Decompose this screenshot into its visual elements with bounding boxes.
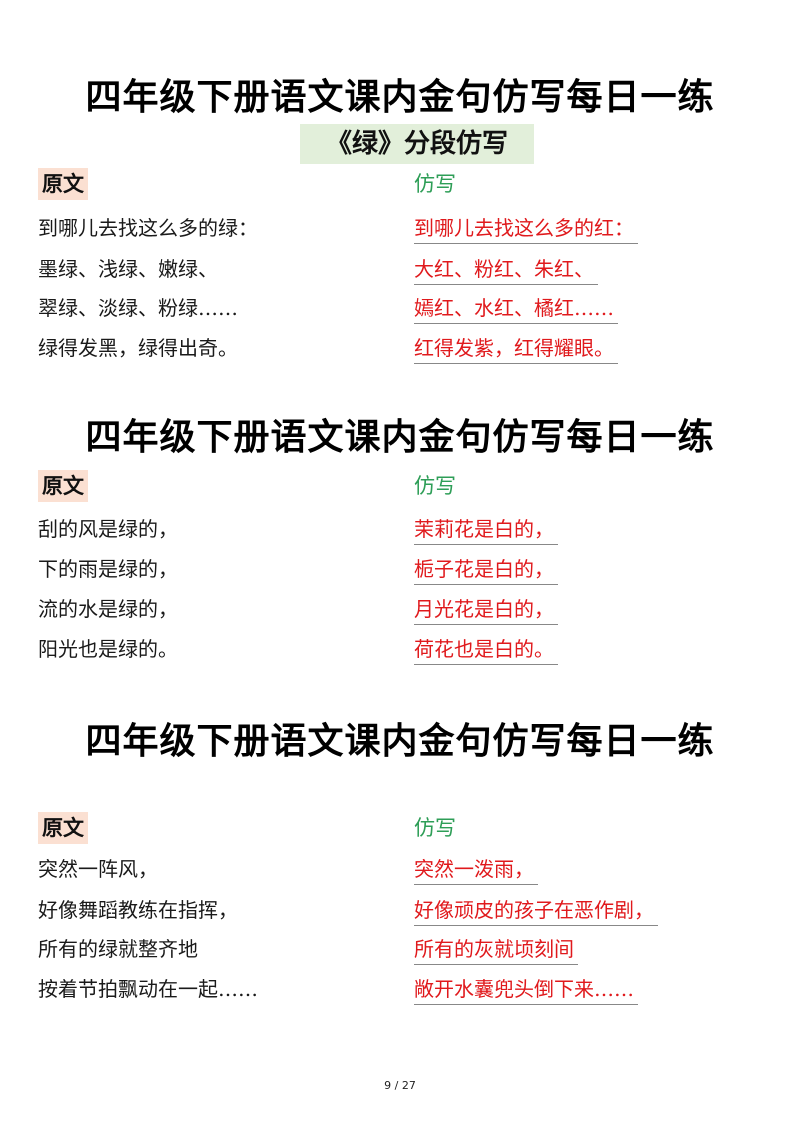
original-line: 流的水是绿的， [38, 597, 178, 621]
page-title-2: 四年级下册语文课内金句仿写每日一练 [85, 417, 715, 458]
imitation-line: 大红、粉红、朱红、 [414, 253, 598, 285]
imitation-label-1: 仿写 [414, 172, 456, 196]
imitation-label-2: 仿写 [414, 474, 456, 498]
section-subtitle: 《绿》分段仿写 [300, 124, 534, 164]
original-label-1: 原文 [38, 168, 88, 200]
original-line: 阳光也是绿的。 [38, 637, 178, 661]
original-label-2: 原文 [38, 470, 88, 502]
original-line: 好像舞蹈教练在指挥， [38, 898, 238, 922]
imitation-line: 到哪儿去找这么多的红： [414, 212, 638, 244]
original-line: 翠绿、淡绿、粉绿…… [38, 296, 238, 320]
imitation-line: 红得发紫，红得耀眼。 [414, 332, 618, 364]
imitation-line: 敞开水囊兜头倒下来…… [414, 973, 638, 1005]
original-line: 按着节拍飘动在一起…… [38, 977, 258, 1001]
page-number: 9 / 27 [384, 1079, 416, 1092]
page-title-1: 四年级下册语文课内金句仿写每日一练 [85, 77, 715, 118]
imitation-line: 茉莉花是白的， [414, 513, 558, 545]
imitation-line: 好像顽皮的孩子在恶作剧， [414, 894, 658, 926]
imitation-line: 栀子花是白的， [414, 553, 558, 585]
original-line: 绿得发黑，绿得出奇。 [38, 336, 238, 360]
imitation-label-3: 仿写 [414, 816, 456, 840]
imitation-line: 月光花是白的， [414, 593, 558, 625]
original-label-3: 原文 [38, 812, 88, 844]
page-title-3: 四年级下册语文课内金句仿写每日一练 [85, 721, 715, 762]
original-line: 所有的绿就整齐地 [38, 937, 198, 961]
original-line: 刮的风是绿的， [38, 517, 178, 541]
original-line: 下的雨是绿的， [38, 557, 178, 581]
imitation-line: 荷花也是白的。 [414, 633, 558, 665]
imitation-line: 嫣红、水红、橘红…… [414, 292, 618, 324]
imitation-line: 突然一泼雨， [414, 853, 538, 885]
original-line: 墨绿、浅绿、嫩绿、 [38, 257, 218, 281]
imitation-line: 所有的灰就顷刻间 [414, 933, 578, 965]
original-line: 到哪儿去找这么多的绿： [38, 216, 258, 240]
original-line: 突然一阵风， [38, 857, 158, 881]
